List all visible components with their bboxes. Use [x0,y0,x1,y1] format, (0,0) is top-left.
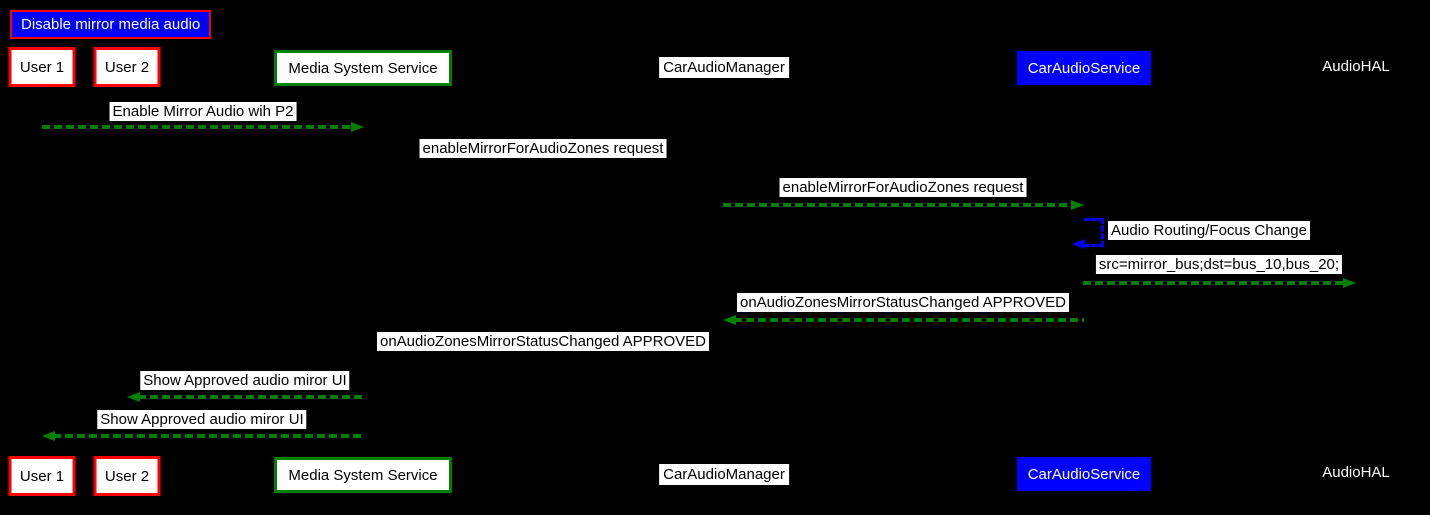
participant-bottom-caraudioservice: CarAudioService [1017,457,1151,491]
arrowhead-right-icon [351,122,364,132]
message-label-src-mirror-bus: src=mirror_bus;dst=bus_10,bus_20; [1095,255,1343,274]
arrow-mss-to-user2 [127,392,363,402]
message-label-enablemirror-request-2: enableMirrorForAudioZones request [779,178,1027,197]
participant-top-audiohal: AudioHAL [1322,58,1390,75]
arrow-cam-to-cas [723,200,1084,210]
arrow-line [1083,281,1345,285]
arrow-cas-to-cam [723,315,1084,325]
arrow-line [723,203,1073,207]
arrowhead-left-icon [42,431,55,441]
arrow-line [53,434,363,438]
participant-bottom-media-system-service: Media System Service [274,457,452,493]
arrow-mss-to-user1 [42,431,363,441]
participant-top-media-system-service: Media System Service [274,50,452,86]
diagram-title: Disable mirror media audio [10,10,212,39]
arrowhead-right-icon [1343,278,1356,288]
self-loop-audio-routing [1084,218,1104,247]
message-label-status-changed-approved-1: onAudioZonesMirrorStatusChanged APPROVED [736,293,1070,312]
arrow-line [734,318,1084,322]
message-label-enablemirror-request-1: enableMirrorForAudioZones request [419,139,667,158]
arrow-line [42,125,353,129]
participant-bottom-user2: User 2 [93,456,161,496]
participant-top-caraudioservice: CarAudioService [1017,51,1151,85]
arrowhead-right-icon [1071,200,1084,210]
participant-bottom-user1: User 1 [8,456,76,496]
message-label-audio-routing-focus-change: Audio Routing/Focus Change [1108,221,1310,240]
message-label-enable-mirror-audio: Enable Mirror Audio wih P2 [109,102,297,121]
arrowhead-left-icon [723,315,736,325]
participant-top-user1: User 1 [8,47,76,87]
arrow-line [138,395,363,399]
arrowhead-left-icon [127,392,140,402]
arrow-cas-to-audiohal [1083,278,1356,288]
message-label-show-approved-ui-1: Show Approved audio miror UI [140,371,350,390]
message-label-show-approved-ui-2: Show Approved audio miror UI [97,410,307,429]
participant-top-user2: User 2 [93,47,161,87]
arrow-user1-to-mss [42,122,364,132]
participant-top-caraudiomanager: CarAudioManager [659,57,789,78]
message-label-status-changed-approved-2: onAudioZonesMirrorStatusChanged APPROVED [376,332,710,351]
participant-bottom-audiohal: AudioHAL [1322,464,1390,481]
arrowhead-left-blue-icon [1072,239,1085,249]
participant-bottom-caraudiomanager: CarAudioManager [659,464,789,485]
